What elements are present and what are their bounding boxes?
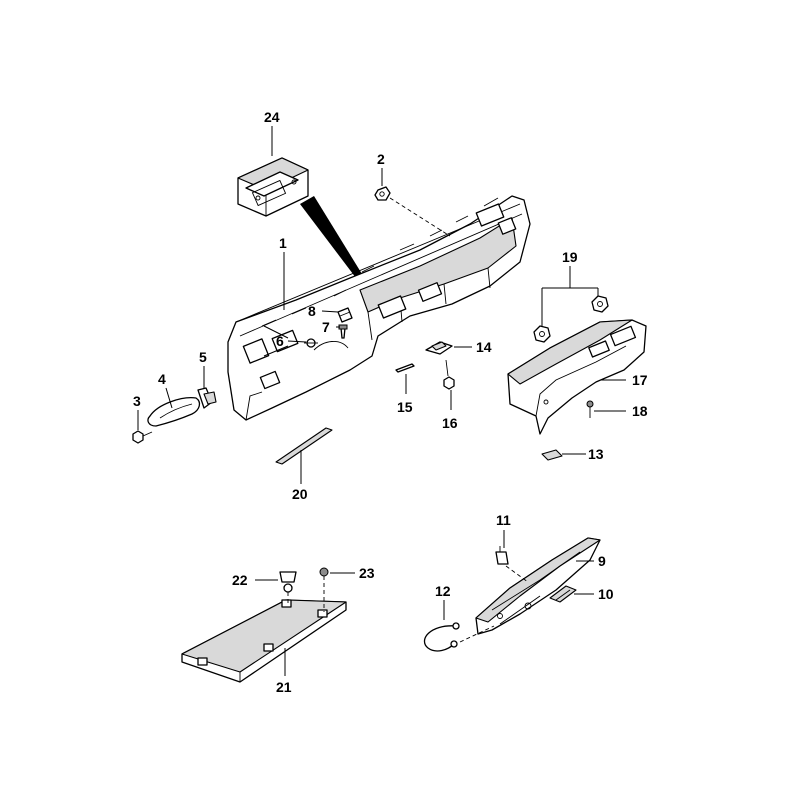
callout-7: 7	[322, 319, 330, 335]
callout-23: 23	[359, 565, 375, 581]
part-20-strip	[275, 427, 333, 465]
part-4-handle	[147, 397, 201, 427]
callouts: 24 2 1 8 7 6 5 4 3 14 15 16 20 19 17 18 …	[133, 109, 648, 695]
part-11-clip	[495, 546, 509, 565]
callout-19: 19	[562, 249, 578, 265]
callout-1: 1	[279, 235, 287, 251]
part-9-glove-box	[475, 537, 601, 635]
callout-20: 20	[292, 486, 308, 502]
callout-2: 2	[377, 151, 385, 167]
callout-12: 12	[435, 583, 451, 599]
callout-14: 14	[476, 339, 492, 355]
callout-8: 8	[308, 303, 316, 319]
callout-10: 10	[598, 586, 614, 602]
part-21-cover	[181, 599, 347, 683]
part-8-clip	[337, 307, 353, 323]
callout-24: 24	[264, 109, 280, 125]
part-3-screw	[132, 430, 153, 444]
callout-21: 21	[276, 679, 292, 695]
part-19-nut-left	[533, 325, 551, 343]
part-15-strip	[395, 363, 415, 373]
callout-9: 9	[598, 553, 606, 569]
part-5-bracket	[197, 387, 217, 409]
callout-3: 3	[133, 393, 141, 409]
part-19-nut-right	[591, 295, 609, 313]
callout-16: 16	[442, 415, 458, 431]
callout-17: 17	[632, 372, 648, 388]
callout-4: 4	[158, 371, 166, 387]
part-6-clip	[304, 338, 318, 348]
part-11-dash	[505, 565, 529, 583]
part-12-dash	[459, 625, 495, 643]
part-12-cable	[423, 622, 460, 652]
callout-6: 6	[276, 333, 284, 349]
part-13-pad	[541, 449, 563, 461]
callout-13: 13	[588, 446, 604, 462]
callout-22: 22	[232, 572, 248, 588]
part-7-screw	[338, 324, 348, 339]
part-24-module	[237, 157, 309, 217]
part-24-pointer	[300, 196, 362, 278]
part-17-side-panel	[507, 319, 647, 435]
callout-18: 18	[632, 403, 648, 419]
part-22-fastener	[279, 571, 297, 593]
part-16-screw	[443, 359, 455, 390]
leader-lines	[137, 126, 626, 676]
part-18-screw	[586, 400, 594, 418]
part-2-nut	[374, 186, 391, 201]
part-14-clip	[425, 341, 453, 355]
callout-15: 15	[397, 399, 413, 415]
part-23-knob	[319, 567, 329, 577]
callout-11: 11	[496, 512, 511, 528]
callout-5: 5	[199, 349, 207, 365]
part-10-latch	[549, 585, 577, 603]
part-1-instrument-panel	[227, 195, 531, 421]
part-2-dash	[389, 197, 451, 237]
